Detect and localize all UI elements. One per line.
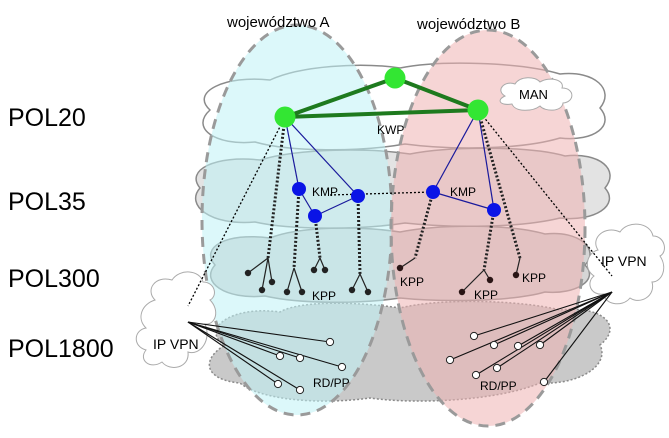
rdpp-links-a (187, 321, 343, 391)
kpp-links-b (413, 109, 522, 271)
kmp-node-a2 (308, 209, 322, 223)
ip-vpn-left-cloud (135, 271, 217, 368)
kpp-label-a: KPP (312, 289, 336, 303)
kwp-node-b (467, 99, 489, 121)
rdpp-nodes-b (445, 331, 549, 387)
kmp-links (284, 109, 495, 217)
kmp-node-a3 (351, 189, 365, 203)
kpp-label-b3: KPP (522, 271, 546, 285)
kwp-links (284, 76, 479, 119)
level-pol300-label: POL300 (8, 265, 100, 293)
kmp-label-a: KMP (312, 185, 338, 199)
rdpp-nodes-a (273, 337, 347, 395)
kmp-node-a1 (292, 182, 306, 196)
kwp-node-center (384, 67, 406, 89)
kpp-nodes-b (396, 264, 520, 296)
region-b-ellipse (389, 28, 587, 428)
region-b-title: województwo B (416, 16, 520, 33)
rdpp-label-a: RD/PP (313, 376, 350, 390)
level-pol35-label: POL35 (8, 188, 86, 216)
kpp-label-b1: KPP (400, 275, 424, 289)
rdpp-links-b (449, 291, 613, 383)
kmp-node-b1 (426, 185, 440, 199)
kpp-label-b2: KPP (474, 288, 498, 302)
region-a-title: województwo A (226, 14, 330, 31)
kpp-links-a (266, 116, 362, 275)
kwp-label: KWP (377, 123, 404, 137)
vpn-dotted-links (187, 109, 613, 307)
ip-vpn-right-cloud (586, 223, 665, 305)
man-cloud (499, 77, 573, 111)
man-label: MAN (519, 87, 548, 102)
kmp-node-b2 (487, 203, 501, 217)
ip-vpn-left-label: IP VPN (153, 336, 199, 352)
kwp-node-a (274, 106, 296, 128)
ip-vpn-right-label: IP VPN (601, 253, 647, 269)
level-pol1800-label: POL1800 (8, 335, 114, 363)
rdpp-label-b: RD/PP (480, 379, 517, 393)
kpp-nodes-a (244, 266, 372, 296)
kmp-label-b: KMP (450, 185, 476, 199)
level-pol20-label: POL20 (8, 104, 86, 132)
